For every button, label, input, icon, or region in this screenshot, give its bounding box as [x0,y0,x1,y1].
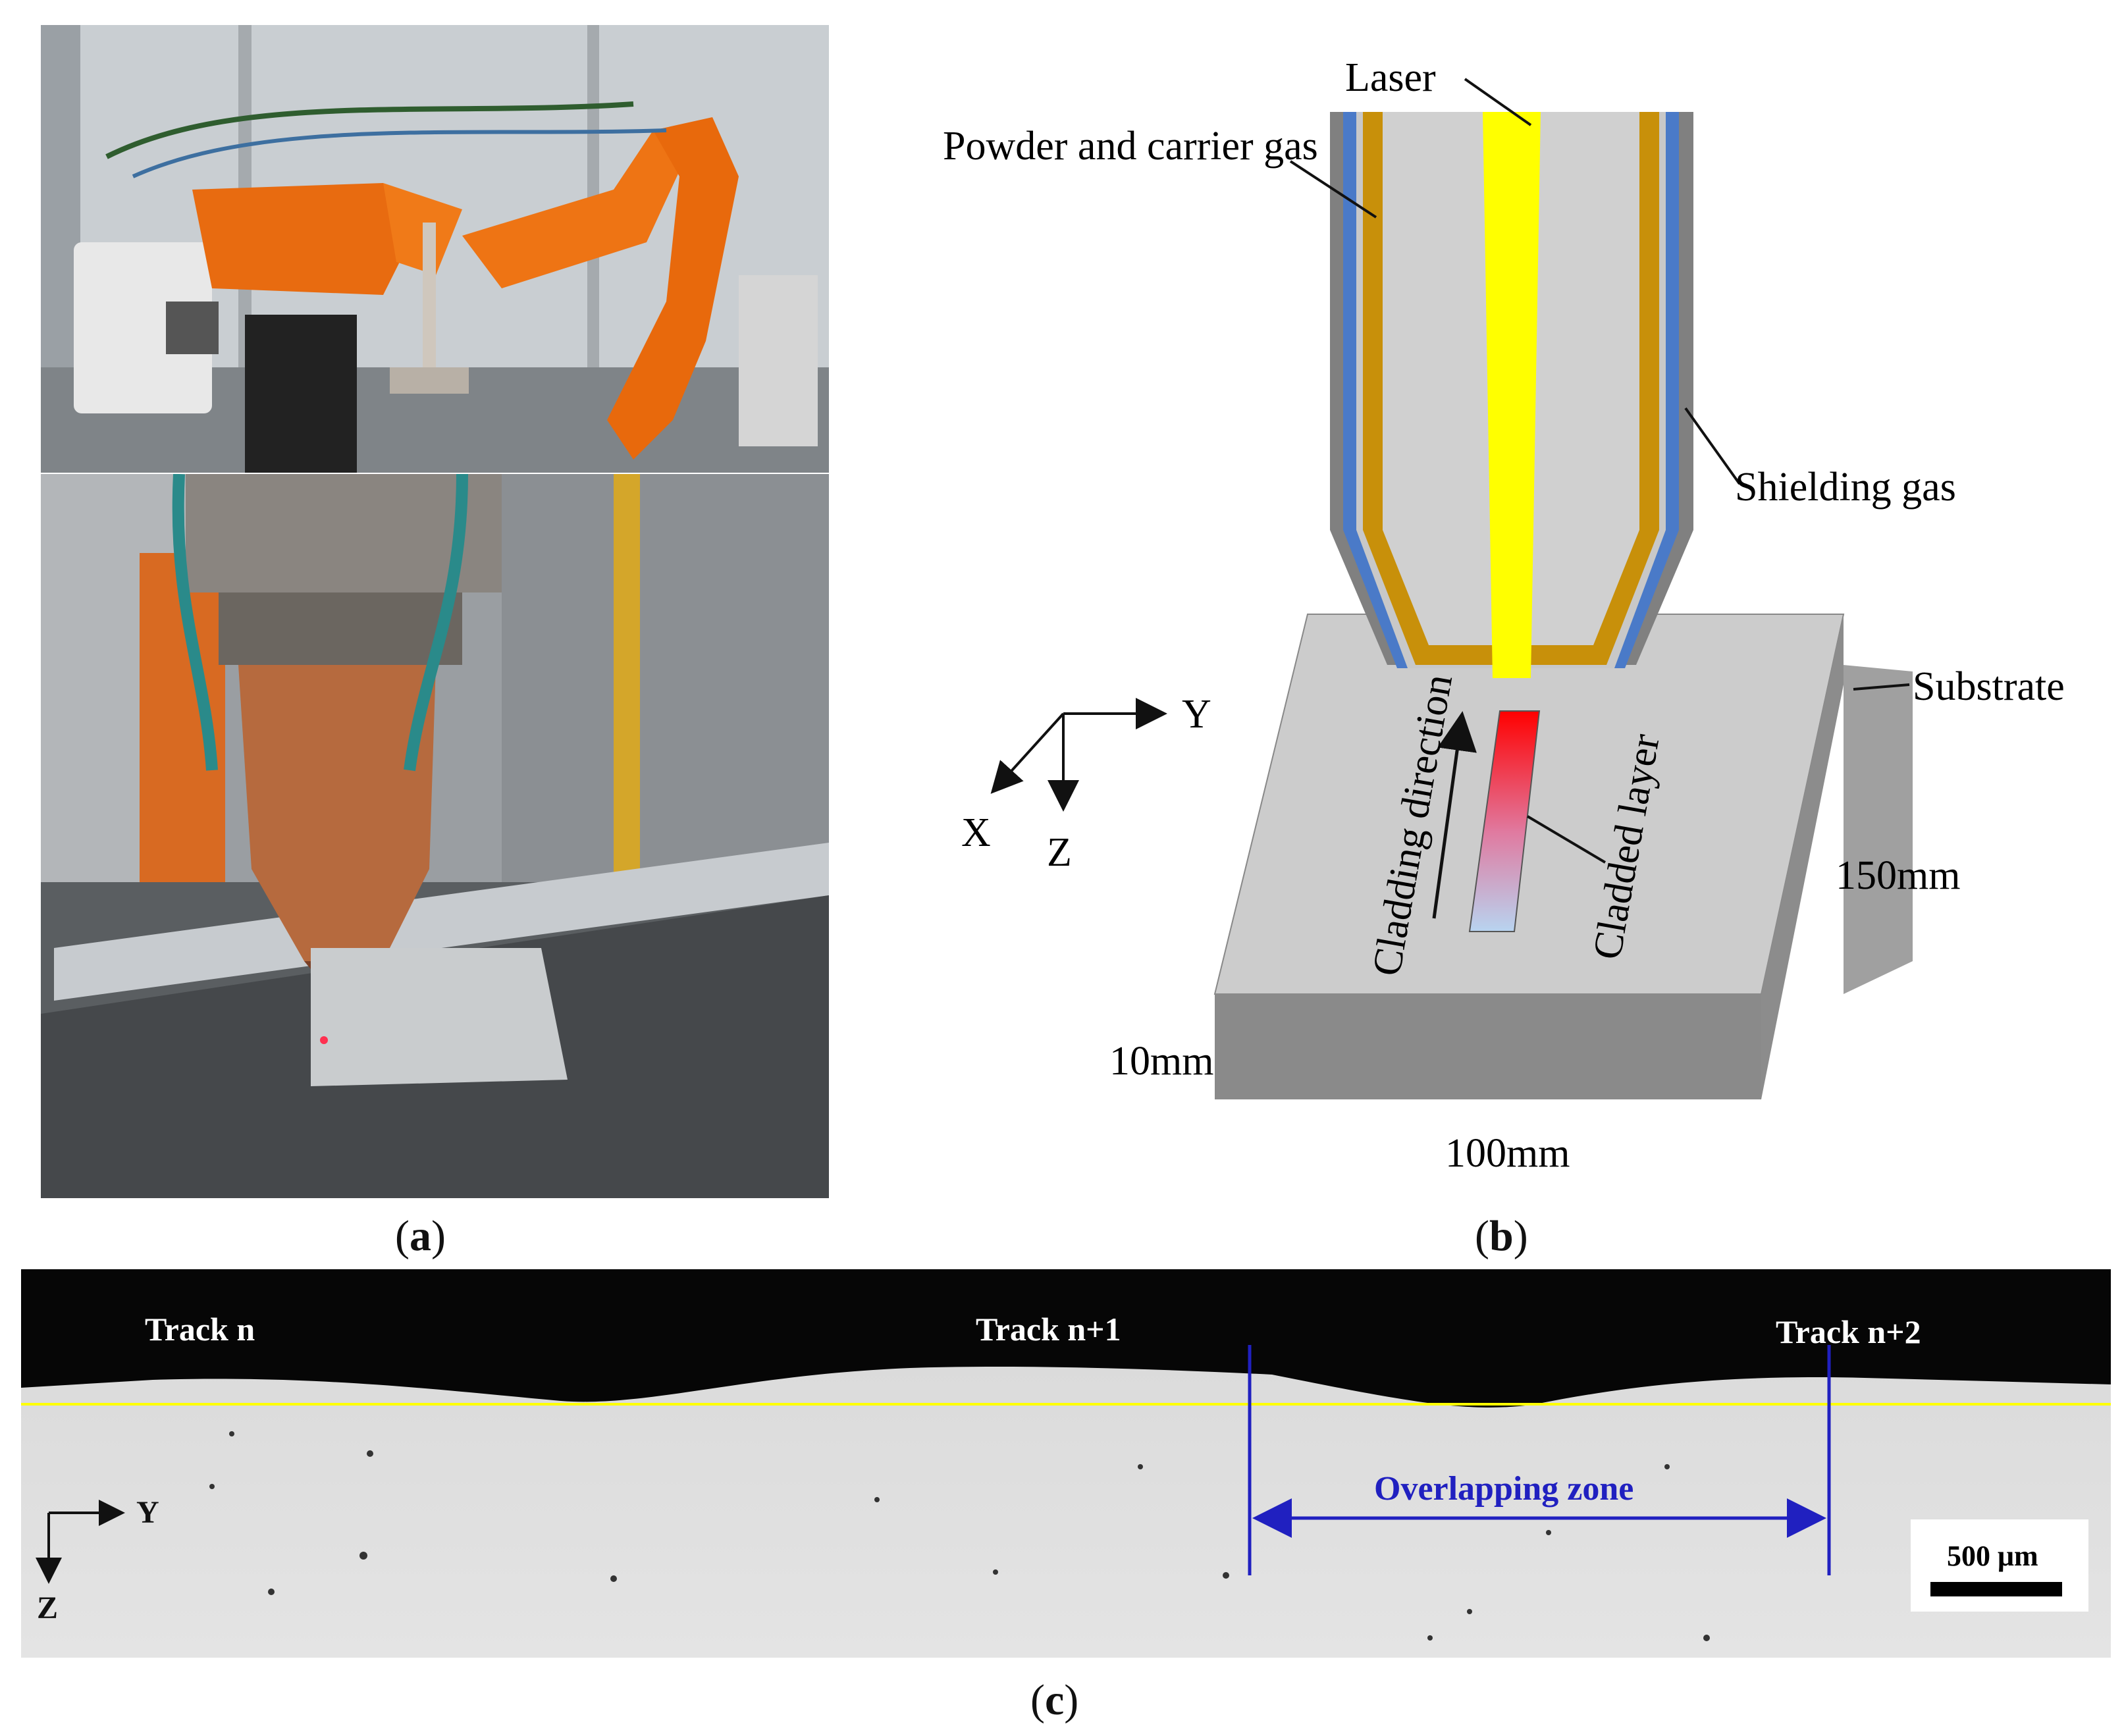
micrograph-svg: Track n Track n+1 Track n+2 Overlapping … [21,1269,2111,1658]
substrate-label: Substrate [1913,664,2065,709]
axes-icon-c [36,1500,125,1584]
axis-y-label-c: Y [136,1495,159,1530]
scale-bar [1911,1519,2088,1612]
laser-beam [1483,112,1541,678]
robot-photo-illustration [41,25,829,473]
axis-z-label: Z [1047,830,1072,875]
laser-label: Laser [1345,55,1436,100]
axis-z-label-c: Z [37,1591,58,1625]
caption-c: (c) [1030,1676,1079,1724]
caption-a: (a) [395,1212,446,1260]
photo-robot-setup [41,25,829,473]
cladded-layer-bar [1468,710,1541,932]
substrate-front-face [1215,994,1761,1099]
overlap-zone-label: Overlapping zone [1374,1470,1633,1508]
axes-icon [990,698,1167,812]
scale-bar-label: 500 μm [1947,1540,2038,1572]
nozzle-photo-illustration [41,474,829,1198]
cross-section-micrograph: Track n Track n+1 Track n+2 Overlapping … [21,1269,2111,1658]
axis-x-label: X [961,810,991,855]
track-n1-label: Track n+1 [976,1311,1121,1348]
powder-label: Powder and carrier gas [943,124,1318,169]
dim-10-label: 10mm [1109,1039,1213,1084]
surface-profile [21,1269,2111,1407]
dim-100-label: 100mm [1445,1131,1570,1176]
photo-nozzle-closeup [41,474,829,1198]
substrate-right-face [1761,614,1844,1099]
track-n2-label: Track n+2 [1776,1313,1921,1350]
cladding-schematic: Laser Powder and carrier gas Shielding g… [882,13,2124,1185]
track-n-label: Track n [145,1311,255,1348]
caption-b: (b) [1475,1212,1528,1260]
axis-y-label: Y [1182,692,1211,737]
pore-dots [209,1431,1710,1641]
shielding-label: Shielding gas [1735,465,1956,510]
schematic-svg: Laser Powder and carrier gas Shielding g… [943,55,2065,1176]
dim-150-label: 150mm [1836,853,1960,898]
cladding-direction-arrow [1432,711,1477,919]
